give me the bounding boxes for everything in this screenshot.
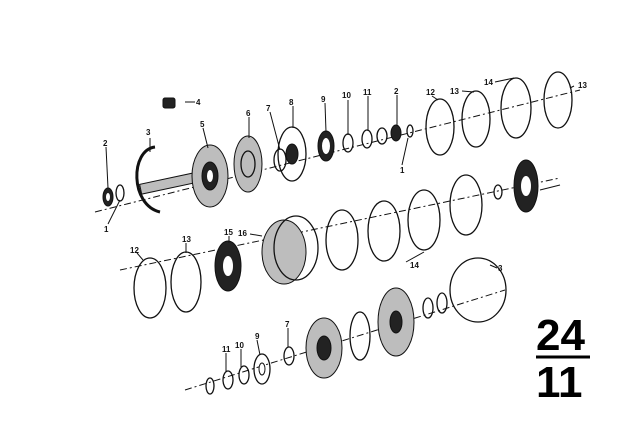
callout-7: 7 bbox=[266, 104, 271, 113]
part-gear-15 bbox=[214, 240, 242, 292]
assembly-axis-lines bbox=[94, 89, 581, 391]
part-seal-bottom bbox=[349, 311, 371, 361]
group-number: 24 11 bbox=[536, 311, 590, 407]
part-rings-bottom-small bbox=[205, 365, 250, 395]
callout-4: 4 bbox=[196, 98, 201, 107]
callout-10-bottom: 10 bbox=[235, 341, 244, 350]
callout-11-bottom: 11 bbox=[222, 345, 231, 354]
part-drum-bottom bbox=[377, 287, 415, 357]
part-ring-2-top bbox=[376, 124, 402, 145]
callout-11: 11 bbox=[363, 88, 372, 97]
callout-13-end: 13 bbox=[578, 81, 587, 90]
callout-15: 15 bbox=[224, 228, 233, 237]
callout-3: 3 bbox=[146, 128, 151, 137]
part-plate-14-top bbox=[500, 77, 532, 139]
callout-12-mid: 12 bbox=[130, 246, 139, 255]
part-piston-6 bbox=[233, 135, 263, 193]
part-hub-assembly bbox=[513, 159, 539, 213]
part-piston-bottom bbox=[305, 317, 343, 379]
callout-1: 1 bbox=[104, 225, 109, 234]
part-rings-bottom-right bbox=[422, 292, 448, 319]
part-plate-12-top bbox=[425, 98, 455, 156]
part-washer-11 bbox=[361, 129, 373, 149]
leader-lines bbox=[105, 77, 575, 372]
part-snap-ring-bottom bbox=[449, 257, 507, 323]
callout-3-mid: 3 bbox=[498, 264, 503, 273]
part-plates-mid-set bbox=[325, 174, 483, 271]
callout-1-mid: 1 bbox=[400, 166, 405, 175]
callout-2: 2 bbox=[103, 139, 108, 148]
part-clutch-housing-16 bbox=[261, 215, 319, 285]
callout-16: 16 bbox=[238, 229, 247, 238]
callout-9-bottom: 9 bbox=[255, 332, 260, 341]
part-seal-ring bbox=[406, 124, 414, 138]
callout-13: 13 bbox=[450, 87, 459, 96]
part-spring-set-bottom bbox=[253, 353, 271, 385]
part-retaining-ring-small bbox=[102, 187, 114, 207]
callout-5: 5 bbox=[200, 120, 205, 129]
group-number-top: 24 bbox=[536, 311, 585, 360]
part-plate-12-mid bbox=[133, 257, 167, 319]
part-circlip-10 bbox=[342, 133, 354, 153]
part-spring-disc-8 bbox=[277, 126, 307, 182]
part-plate-13-top bbox=[461, 90, 491, 148]
callout-7-bottom: 7 bbox=[285, 320, 290, 329]
callout-12: 12 bbox=[426, 88, 435, 97]
part-washer-small bbox=[115, 184, 125, 202]
callout-14: 14 bbox=[484, 78, 493, 87]
callout-labels: 1 2 3 4 5 6 7 8 9 10 11 2 12 13 14 13 1 … bbox=[103, 78, 587, 354]
part-spring-set-9 bbox=[317, 130, 335, 162]
part-plate-13-top-end bbox=[543, 71, 573, 129]
callout-13-mid: 13 bbox=[182, 235, 191, 244]
group-number-bottom: 11 bbox=[536, 358, 583, 407]
part-clutch-drum bbox=[191, 144, 229, 208]
part-ring-small-mid bbox=[493, 184, 503, 200]
callout-10: 10 bbox=[342, 91, 351, 100]
callout-2-top: 2 bbox=[394, 87, 399, 96]
part-snap-ring-large bbox=[135, 145, 161, 214]
callout-9: 9 bbox=[321, 95, 326, 104]
callout-14-mid: 14 bbox=[410, 261, 419, 270]
part-bolt bbox=[162, 97, 176, 109]
part-ring-7-bottom bbox=[283, 346, 295, 366]
callout-8: 8 bbox=[289, 98, 294, 107]
callout-6: 6 bbox=[246, 109, 251, 118]
part-plate-13-mid bbox=[170, 251, 202, 313]
